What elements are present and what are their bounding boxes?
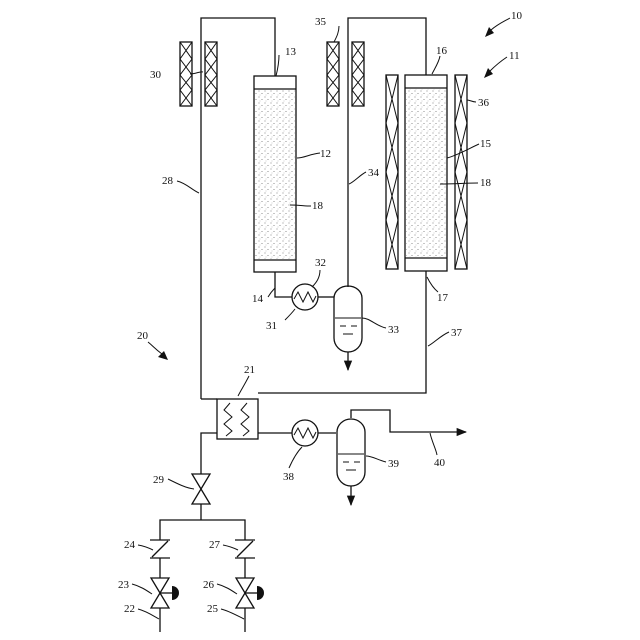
label-40: 40 [434, 457, 446, 469]
valve-29 [192, 474, 210, 504]
label-13: 13 [285, 46, 297, 58]
coil-30 [180, 42, 217, 106]
valve-26 [236, 578, 264, 608]
label-29: 29 [153, 474, 165, 486]
line-37 [258, 271, 426, 393]
label-31: 31 [266, 320, 277, 332]
label-10: 10 [511, 10, 523, 22]
label-35: 35 [315, 16, 327, 28]
label-30: 30 [150, 69, 162, 81]
label-16: 16 [436, 45, 448, 57]
line-31 [275, 272, 292, 297]
packing-18-right [406, 89, 446, 257]
cooler-32 [292, 284, 318, 310]
manifold [160, 520, 245, 540]
label-20: 20 [137, 330, 149, 342]
valve-23 [151, 578, 179, 608]
cooler-38 [292, 420, 318, 446]
feed-line [201, 433, 217, 474]
label-28: 28 [162, 175, 174, 187]
column-15 [405, 75, 447, 271]
label-27: 27 [209, 539, 221, 551]
label-21: 21 [244, 364, 255, 376]
label-17: 17 [437, 292, 449, 304]
coil-35 [327, 42, 364, 106]
check-valve-24 [150, 540, 170, 558]
label-24: 24 [124, 539, 136, 551]
label-38: 38 [283, 471, 295, 483]
label-26: 26 [203, 579, 215, 591]
separator-39 [337, 419, 365, 486]
leader-20 [148, 342, 162, 354]
leader-10 [491, 18, 510, 30]
label-39: 39 [388, 458, 400, 470]
packing-18-left [255, 90, 295, 259]
heat-exchanger-21 [217, 399, 258, 439]
column-12 [254, 76, 296, 272]
label-14: 14 [252, 293, 264, 305]
label-25: 25 [207, 603, 219, 615]
leader-11 [490, 57, 507, 71]
check-valve-27 [235, 540, 255, 558]
label-32: 32 [315, 257, 326, 269]
label-33: 33 [388, 324, 400, 336]
label-18-left: 18 [312, 200, 324, 212]
line-40 [351, 410, 466, 432]
label-11: 11 [509, 50, 520, 62]
label-12: 12 [320, 148, 331, 160]
label-23: 23 [118, 579, 130, 591]
label-36: 36 [478, 97, 490, 109]
label-18-right: 18 [480, 177, 492, 189]
label-34: 34 [368, 167, 380, 179]
label-15: 15 [480, 138, 492, 150]
separator-33 [334, 286, 362, 352]
label-22: 22 [124, 603, 135, 615]
label-37: 37 [451, 327, 463, 339]
